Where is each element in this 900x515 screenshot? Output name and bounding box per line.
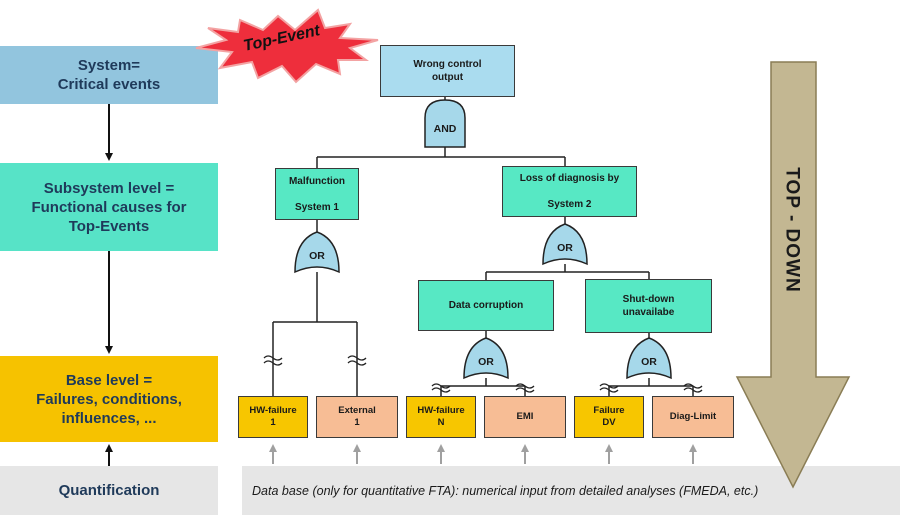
quantification-box: Quantification: [0, 466, 218, 515]
top-event-box: Wrong control output: [380, 45, 515, 97]
malfunction-event-box: Malfunction System 1: [275, 168, 359, 220]
database-band: Data base (only for quantitative FTA): n…: [242, 466, 900, 515]
database-text: Data base (only for quantitative FTA): n…: [252, 483, 759, 498]
and-gate: AND: [424, 99, 466, 148]
top-down-label: TOP - DOWN: [782, 167, 804, 293]
leaf-diag-limit: Diag-Limit: [652, 396, 734, 438]
or-gate-shutdown: OR: [626, 337, 672, 380]
loss-of-diagnosis-event-box: Loss of diagnosis by System 2: [502, 166, 637, 217]
leaf-hw-failure-1: HW-failure 1: [238, 396, 308, 438]
or-gate-loss-diagnosis: OR: [542, 223, 588, 266]
leaf-emi: EMI: [484, 396, 566, 438]
or-gate-data-corruption: OR: [463, 337, 509, 380]
shutdown-event-box: Shut-down unavailabe: [585, 279, 712, 333]
break-marks: [263, 355, 703, 393]
leaf-failure-dv: Failure DV: [574, 396, 644, 438]
top-event-star: [195, 8, 379, 84]
or-gate-label: OR: [478, 356, 494, 368]
database-input-arrows: [269, 444, 697, 464]
top-event-label: Top-Event: [242, 22, 322, 55]
data-corruption-event-box: Data corruption: [418, 280, 554, 331]
leaf-hw-failure-n: HW-failure N: [406, 396, 476, 438]
and-gate-label: AND: [434, 123, 457, 135]
base-level-box: Base level = Failures, conditions, influ…: [0, 356, 218, 442]
or-gate-label: OR: [641, 356, 657, 368]
leaf-external-1: External 1: [316, 396, 398, 438]
top-down-arrow: [735, 61, 851, 489]
system-level-box: System= Critical events: [0, 46, 218, 104]
or-gate-label: OR: [557, 242, 573, 254]
tree-lines: [272, 97, 694, 396]
or-gate-label: OR: [309, 250, 325, 262]
subsystem-level-box: Subsystem level = Functional causes for …: [0, 163, 218, 251]
or-gate-malfunction: OR: [294, 231, 340, 274]
